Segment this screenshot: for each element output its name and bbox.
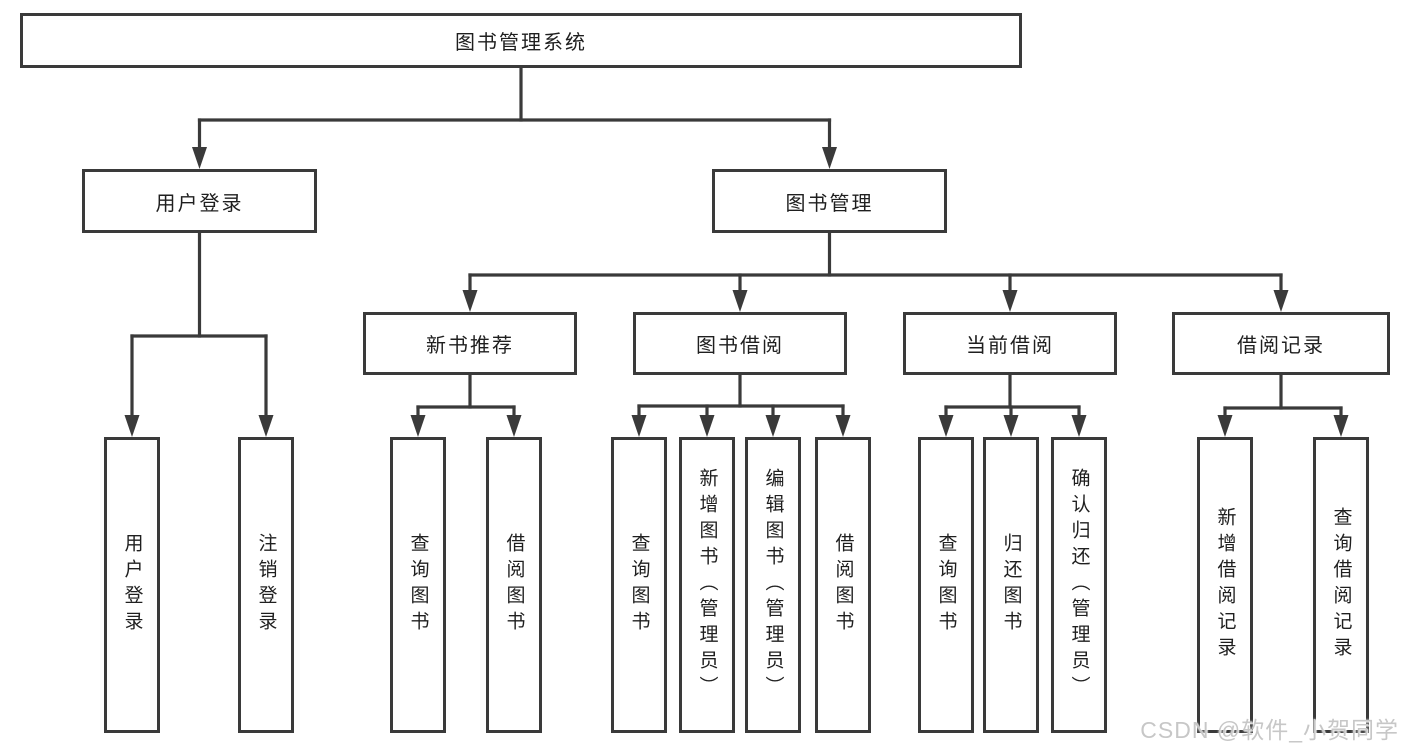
node-label: 借阅图书 bbox=[832, 533, 854, 637]
node-new-book-recommend: 新书推荐 bbox=[363, 312, 577, 375]
node-label: 归还图书 bbox=[1000, 533, 1022, 637]
node-label: 用户登录 bbox=[155, 192, 244, 215]
node-logout: 注销登录 bbox=[238, 437, 294, 733]
node-br-query-record: 查询借阅记录 bbox=[1313, 437, 1369, 733]
node-label: 借阅图书 bbox=[503, 533, 525, 637]
node-label: 用户登录 bbox=[121, 533, 143, 637]
node-label: 查询图书 bbox=[407, 533, 429, 637]
node-label: 图书管理系统 bbox=[455, 32, 587, 54]
node-bb-add-book: 新增图书（管理员） bbox=[679, 437, 735, 733]
node-label: 新书推荐 bbox=[426, 335, 514, 357]
node-br-add-record: 新增借阅记录 bbox=[1197, 437, 1253, 733]
node-label: 编辑图书（管理员） bbox=[762, 468, 784, 702]
node-nbr-borrow-book: 借阅图书 bbox=[486, 437, 542, 733]
node-label: 确认归还（管理员） bbox=[1068, 468, 1090, 702]
node-label: 查询图书 bbox=[628, 533, 650, 637]
node-label: 当前借阅 bbox=[966, 335, 1054, 357]
node-user-login-leaf: 用户登录 bbox=[104, 437, 160, 733]
node-bb-query-book: 查询图书 bbox=[611, 437, 667, 733]
node-nbr-query-book: 查询图书 bbox=[390, 437, 446, 733]
node-label: 新增图书（管理员） bbox=[696, 468, 718, 702]
node-label: 查询借阅记录 bbox=[1330, 507, 1352, 663]
node-label: 图书管理 bbox=[785, 192, 874, 215]
node-bb-edit-book: 编辑图书（管理员） bbox=[745, 437, 801, 733]
node-label: 注销登录 bbox=[255, 533, 277, 637]
node-bb-borrow-book: 借阅图书 bbox=[815, 437, 871, 733]
node-label: 借阅记录 bbox=[1237, 335, 1325, 357]
node-library-management-system: 图书管理系统 bbox=[20, 13, 1022, 68]
node-cb-confirm-return: 确认归还（管理员） bbox=[1051, 437, 1107, 733]
node-current-borrow: 当前借阅 bbox=[903, 312, 1117, 375]
node-cb-return-book: 归还图书 bbox=[983, 437, 1039, 733]
node-user-login: 用户登录 bbox=[82, 169, 317, 233]
node-book-borrow: 图书借阅 bbox=[633, 312, 847, 375]
node-label: 查询图书 bbox=[935, 533, 957, 637]
node-book-management: 图书管理 bbox=[712, 169, 947, 233]
node-borrow-record: 借阅记录 bbox=[1172, 312, 1390, 375]
node-label: 图书借阅 bbox=[696, 335, 784, 357]
node-label: 新增借阅记录 bbox=[1214, 507, 1236, 663]
node-cb-query-book: 查询图书 bbox=[918, 437, 974, 733]
watermark: CSDN @软件_小贺同学 bbox=[1140, 717, 1399, 743]
